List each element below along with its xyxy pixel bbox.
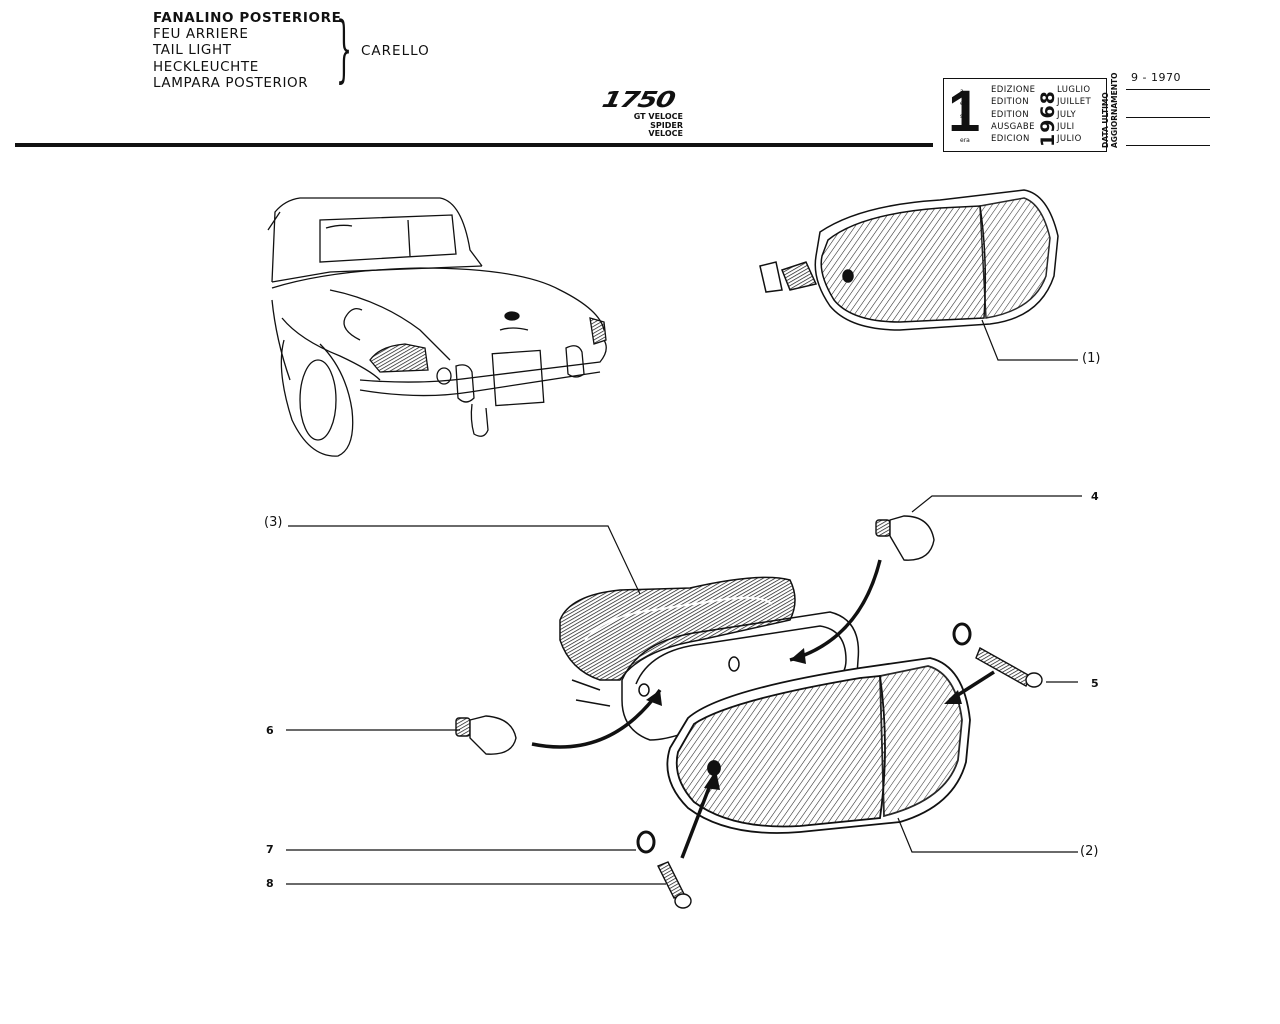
month-en: JULY bbox=[1057, 109, 1077, 120]
washer-upper bbox=[952, 622, 972, 646]
part-number-4: 4 bbox=[1091, 490, 1099, 503]
ordinal-fr: ere bbox=[960, 100, 970, 108]
edition-year-text: 1968 bbox=[1037, 90, 1059, 147]
bulb-lower bbox=[455, 715, 517, 755]
edition-year: 1968 bbox=[1037, 90, 1059, 147]
title-french: FEU ARRIERE bbox=[153, 26, 249, 43]
lens bbox=[666, 657, 971, 834]
edition-word-de: AUSGABE bbox=[991, 121, 1035, 132]
screw-upper bbox=[975, 646, 1043, 688]
part-number-5: 5 bbox=[1091, 677, 1099, 690]
variant-gt-veloce: GT VELOCE bbox=[633, 112, 683, 121]
assembly-arrows bbox=[531, 559, 995, 859]
callout-1: (1) bbox=[1082, 351, 1100, 366]
edition-word-es: EDICION bbox=[991, 134, 1030, 145]
edition-word-fr: EDITION bbox=[991, 97, 1029, 108]
part-number-8: 8 bbox=[266, 877, 274, 890]
title-italian: FANALINO POSTERIORE bbox=[153, 10, 342, 26]
month-fr: JUILLET bbox=[1057, 97, 1092, 108]
screw-lower bbox=[657, 861, 692, 909]
month-it: LUGLIO bbox=[1057, 85, 1091, 95]
leader-lines bbox=[286, 319, 1082, 885]
edition-word-en: EDITION bbox=[991, 109, 1029, 120]
ordinal-en: st bbox=[960, 112, 966, 120]
edition-box bbox=[943, 78, 1107, 152]
edition-ordinals: a ere st . era bbox=[960, 86, 970, 147]
callout-2: (2) bbox=[1080, 844, 1098, 859]
edition-word-it: EDIZIONE bbox=[991, 85, 1036, 95]
month-es: JULIO bbox=[1057, 134, 1082, 145]
part-number-6: 6 bbox=[266, 724, 274, 737]
header-rule bbox=[15, 143, 933, 147]
ordinal-it: a bbox=[960, 88, 964, 95]
edition-words: EDIZIONE EDITION EDITION AUSGABE EDICION bbox=[991, 84, 1035, 145]
bulb-upper bbox=[875, 515, 935, 561]
ordinal-es: era bbox=[960, 137, 970, 145]
title-english: TAIL LIGHT bbox=[153, 42, 232, 59]
update-line-3 bbox=[1126, 145, 1210, 146]
month-de: JULI bbox=[1057, 121, 1075, 132]
ordinal-de: . bbox=[960, 124, 962, 132]
update-line-2 bbox=[1126, 117, 1210, 118]
callout-3: (3) bbox=[264, 515, 282, 530]
washer-lower bbox=[636, 830, 656, 854]
update-line-1 bbox=[1126, 89, 1210, 90]
model-variants: GT VELOCE SPIDER VELOCE bbox=[621, 112, 683, 139]
edition-number: 1 bbox=[948, 79, 981, 144]
brace-icon: } bbox=[336, 6, 353, 90]
title-spanish: LAMPARA POSTERIOR bbox=[153, 74, 309, 91]
arrow-heads bbox=[646, 648, 962, 790]
edition-months: LUGLIO JUILLET JULY JULI JULIO bbox=[1057, 84, 1091, 145]
part-number-7: 7 bbox=[266, 843, 274, 856]
part-title-block: FANALINO POSTERIORE FEU ARRIERE TAIL LIG… bbox=[153, 10, 341, 91]
supplier-name: CARELLO bbox=[361, 43, 430, 59]
title-german: HECKLEUCHTE bbox=[153, 58, 259, 75]
variant-spider-veloce: SPIDER VELOCE bbox=[648, 120, 683, 138]
last-update-date: 9 - 1970 bbox=[1131, 71, 1181, 84]
housing bbox=[559, 576, 796, 707]
car-rear-illustration bbox=[267, 197, 607, 457]
assembled-tail-light bbox=[759, 189, 1059, 331]
